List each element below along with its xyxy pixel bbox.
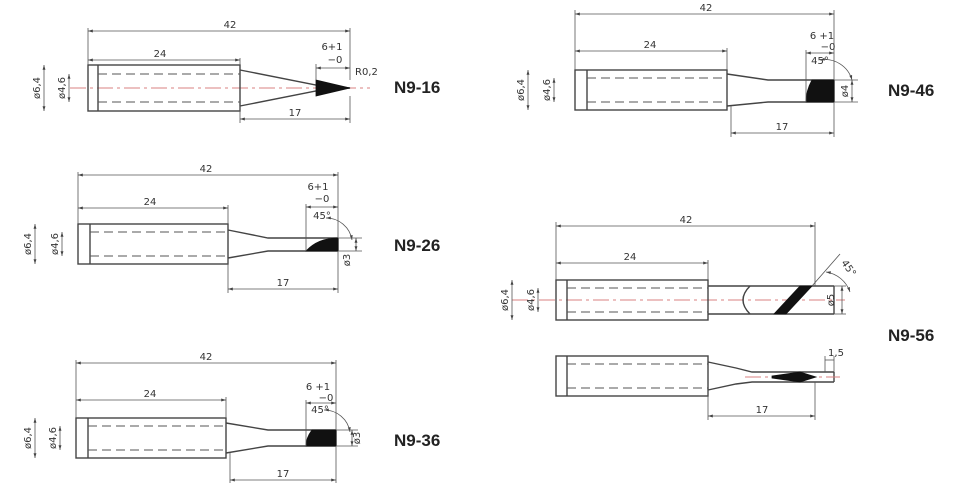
dim-overall-text: 42 [200, 352, 213, 363]
dim-tip-dia-text: ø3 [342, 254, 353, 266]
dim-angle-arc [323, 408, 351, 433]
dim-inner-dia-text: ø4,6 [48, 427, 59, 449]
dim-tip-dia-text: ø3 [352, 432, 363, 444]
taper-bottom [225, 445, 336, 454]
dim-tolerance-b: −0 [315, 194, 330, 205]
sleeve-body [77, 223, 229, 265]
dim-outer-dia-text: ø6,4 [32, 77, 43, 99]
dim-shank-text: 24 [144, 389, 157, 400]
model-label: N9-46 [888, 81, 934, 100]
dim-inner-dia-text: ø4,6 [542, 79, 553, 101]
dim-tolerance-a: 6 +1 [810, 31, 834, 42]
dim-angle-arc [819, 57, 853, 81]
tip-n9-46: 42 24 17 6 +1 −0 45° ø4 ø6,4 ø4,6 N9-46 [516, 3, 934, 137]
dim-tip-length-text: 17 [756, 405, 769, 416]
dim-tolerance-a: 6 +1 [306, 382, 330, 393]
dim-inner-dia-text: ø4,6 [57, 77, 68, 99]
taper-bottom [726, 101, 834, 107]
dim-overall-text: 42 [680, 215, 693, 226]
bevel-face [305, 237, 339, 252]
sleeve-body [574, 69, 728, 111]
bevel-face [305, 429, 337, 447]
tinned-point [315, 79, 351, 97]
dim-angle-text: 45° [811, 56, 829, 67]
dim-overall-text: 42 [224, 20, 237, 31]
dim-tip-length-text: 17 [277, 278, 290, 289]
model-label: N9-16 [394, 78, 440, 97]
sleeve-body [87, 64, 241, 112]
dim-tolerance-a: 6+1 [307, 182, 328, 193]
blade-tinned [771, 371, 818, 383]
taper-bottom [227, 250, 338, 259]
dim-tolerance-b: −0 [328, 55, 343, 66]
blade-top [707, 361, 834, 373]
blade-bottom [707, 381, 834, 391]
dim-outer-dia-text: ø6,4 [516, 79, 527, 101]
dim-radius-text: R0,2 [355, 67, 378, 78]
dim-inner-dia-text: ø4,6 [50, 233, 61, 255]
dim-angle-text: 45° [311, 405, 329, 416]
model-label: N9-26 [394, 236, 440, 255]
dim-blade-width-text: 1,5 [828, 348, 844, 359]
dim-tip-length-text: 17 [776, 122, 789, 133]
bevel-face [805, 79, 835, 103]
dim-tolerance-a: 6+1 [321, 42, 342, 53]
model-label: N9-56 [888, 326, 934, 345]
bevel-leader [811, 253, 841, 287]
dim-shank-text: 24 [624, 252, 637, 263]
dim-outer-dia-text: ø6,4 [23, 233, 34, 255]
dim-shank-text: 24 [154, 49, 167, 60]
dim-shank-text: 24 [144, 197, 157, 208]
sleeve-body [555, 279, 709, 321]
dim-angle-arc [825, 271, 851, 293]
tip-n9-56: 42 24 45° ø5 ø6,4 ø4,6 1,5 17 N9-56 [500, 215, 934, 420]
dim-tolerance-b: −0 [821, 42, 836, 53]
dim-tip-length-text: 17 [277, 469, 290, 480]
dim-shank-text: 24 [644, 40, 657, 51]
dim-outer-dia-text: ø6,4 [500, 289, 511, 311]
dim-angle-text: 45° [313, 211, 331, 222]
sleeve-body-top-view [555, 355, 709, 397]
dim-tip-dia-text: ø4 [840, 85, 851, 97]
tip-n9-36: 42 24 17 6 +1 −0 45° ø3 ø6,4 ø4,6 N9-36 [23, 352, 440, 483]
tip-n9-16: 42 24 17 6+1 −0 R0,2 ø6,4 ø4,6 N9-16 [32, 20, 440, 123]
dim-angle-arc [325, 216, 353, 241]
tip-n9-26: 42 24 17 6+1 −0 45° ø3 ø6,4 ø4,6 N9-26 [23, 164, 440, 293]
dim-outer-dia-text: ø6,4 [23, 427, 34, 449]
barrel-curve [742, 285, 751, 315]
dim-inner-dia-text: ø4,6 [526, 289, 537, 311]
bevel-band [773, 285, 813, 315]
dim-overall-text: 42 [700, 3, 713, 14]
model-label: N9-36 [394, 431, 440, 450]
taper-top [726, 73, 834, 81]
taper-top [227, 229, 338, 239]
dim-overall-text: 42 [200, 164, 213, 175]
taper-top [225, 422, 336, 431]
dim-tolerance-b: −0 [319, 393, 334, 404]
dim-tip-length-text: 17 [289, 108, 302, 119]
dim-tip-dia-text: ø5 [826, 294, 837, 306]
sleeve-body [75, 417, 227, 459]
dim-angle-text: 45° [838, 258, 857, 279]
